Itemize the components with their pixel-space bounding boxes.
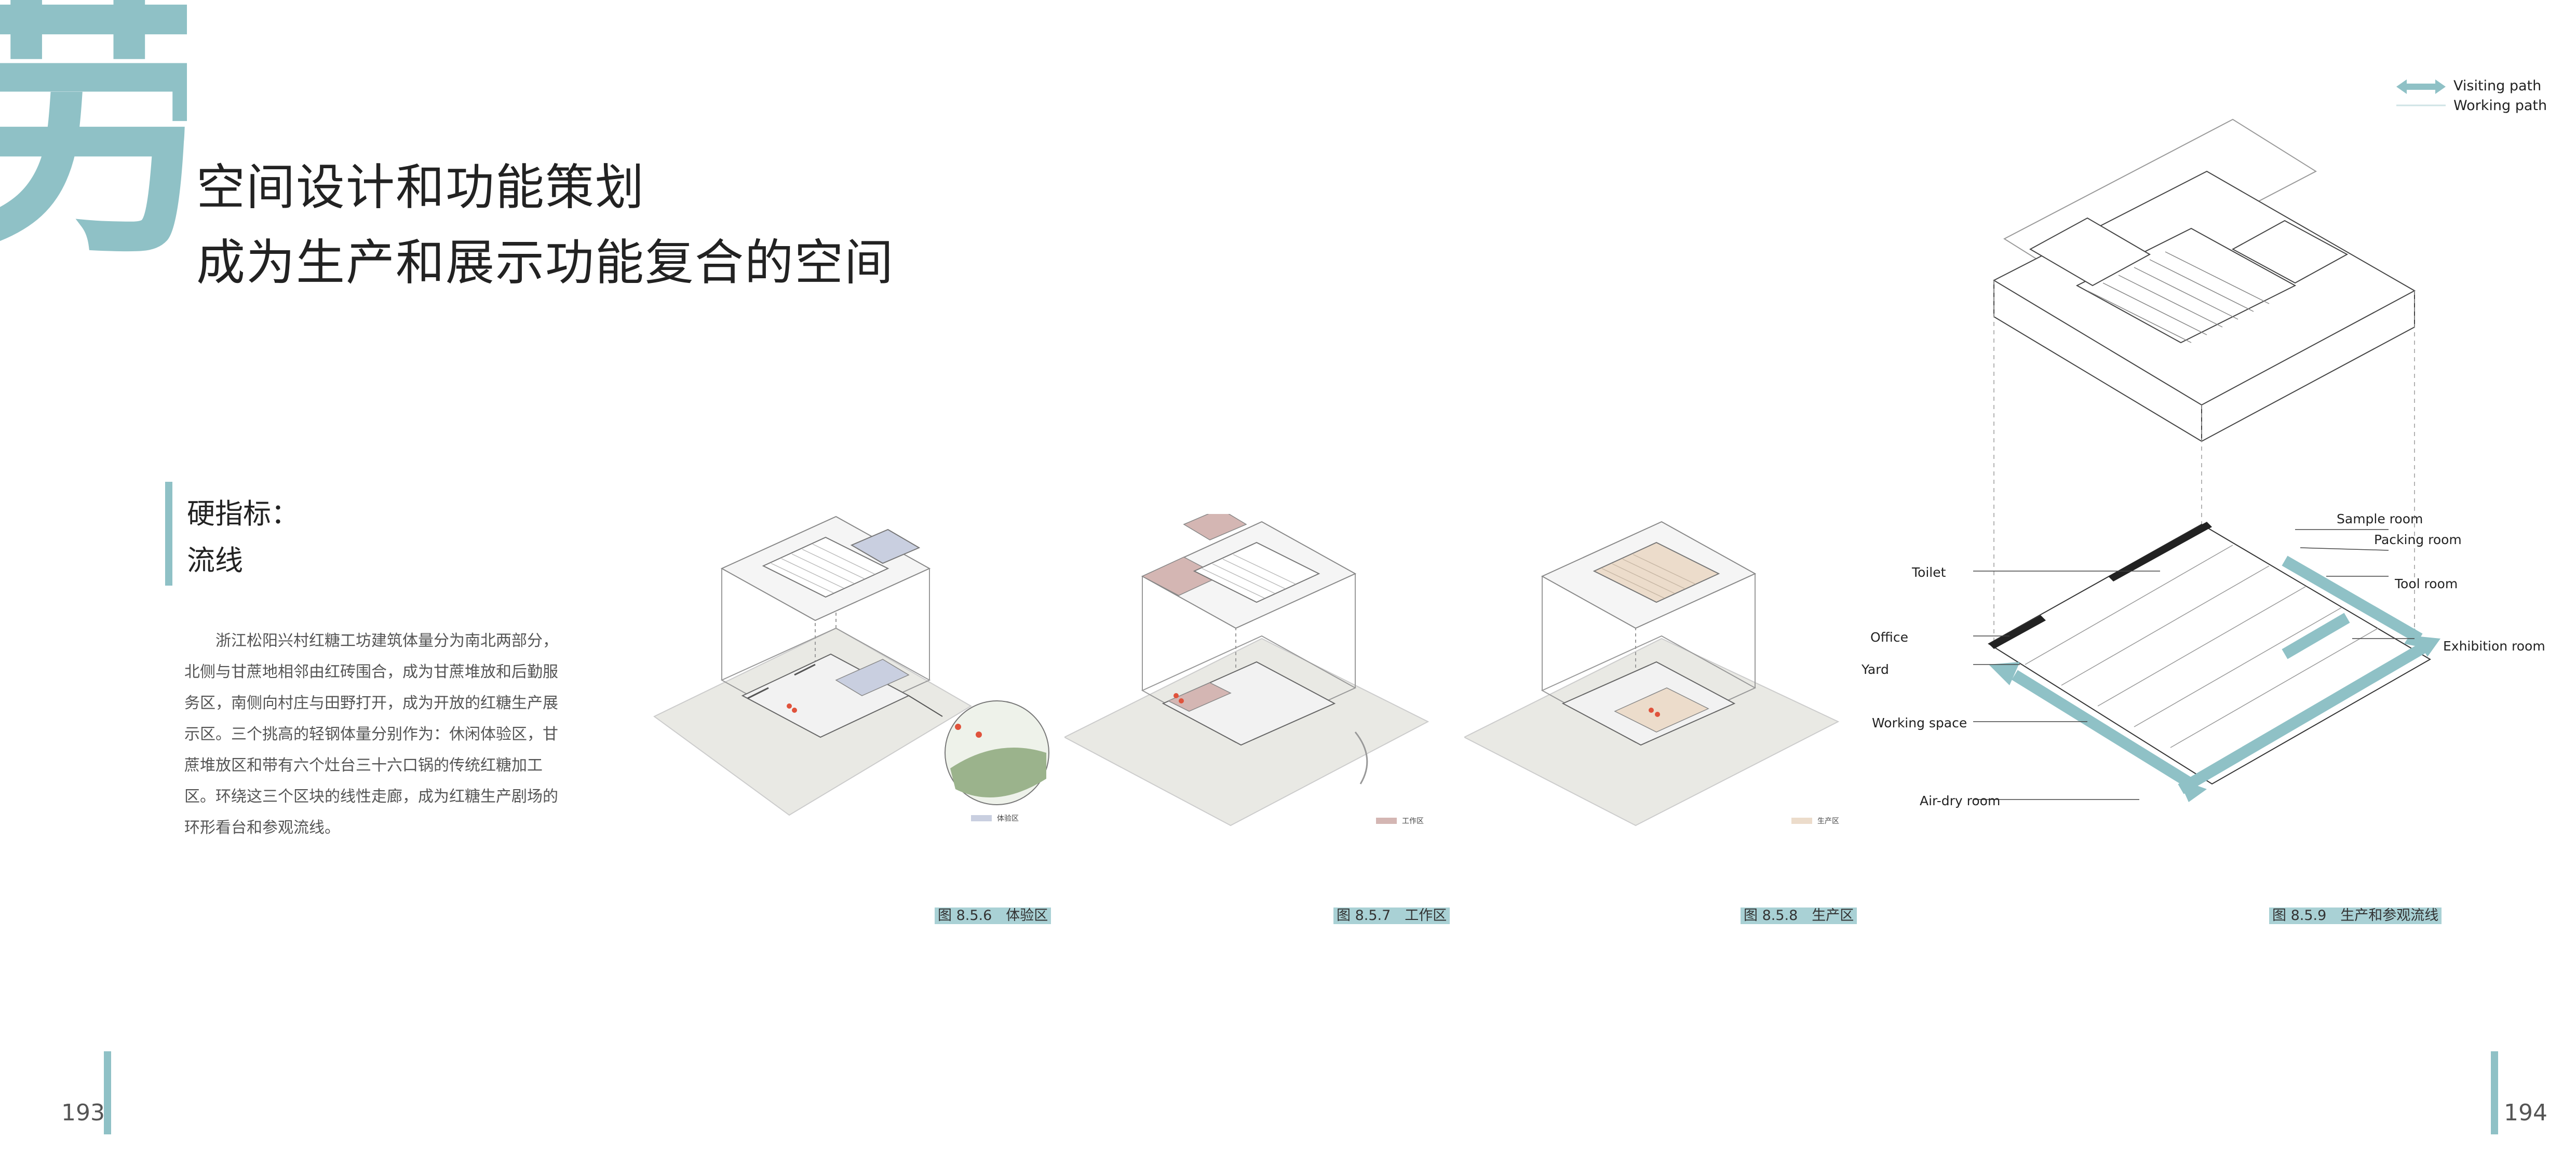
axon-diagram-experience: 体验区 (653, 516, 1049, 823)
left-page-bar (104, 1051, 111, 1134)
page-number-right: 194 (2504, 1100, 2547, 1126)
figure-caption-3: 图 8.5.8 生产区 (1741, 907, 1857, 924)
figure-caption-4: 图 8.5.9 生产和参观流线 (2269, 907, 2442, 924)
label-working-space: Working space (1872, 715, 1967, 730)
axon-diagram-production: 生产区 (1464, 521, 1840, 827)
legend-visiting-path: Visiting path (2453, 78, 2542, 94)
diagram-swatch-label-2: 工作区 (1402, 817, 1424, 825)
visiting-path-legend-arrow (2396, 79, 2446, 106)
label-office: Office (1870, 630, 1908, 645)
label-sample-room: Sample room (2337, 511, 2423, 526)
section-heading-2: 流线 (187, 544, 243, 577)
label-exhibition-room: Exhibition room (2443, 639, 2545, 654)
decorative-glyph: 劳 (0, 0, 187, 295)
diagram-swatch-label-1: 体验区 (997, 815, 1019, 823)
axon-diagram-circulation (1973, 118, 2440, 802)
body-paragraph: 浙江松阳兴村红糖工坊建筑体量分为南北两部分，北侧与甘蔗地相邻由红砖围合，成为甘蔗… (184, 632, 558, 837)
legend-working-path: Working path (2453, 98, 2547, 114)
page-number-left: 193 (61, 1100, 105, 1126)
label-yard: Yard (1862, 662, 1889, 677)
label-toilet: Toilet (1912, 565, 1946, 580)
section-accent-bar (165, 482, 172, 586)
diagram-swatch-label-3: 生产区 (1817, 817, 1839, 825)
label-air-dry-room: Air-dry room (1920, 793, 2001, 808)
section-heading-1: 硬指标： (187, 497, 299, 530)
right-page-bar (2491, 1051, 2498, 1134)
figure-caption-2: 图 8.5.7 工作区 (1333, 907, 1450, 924)
page-title-line2: 成为生产和展示功能复合的空间 (196, 235, 895, 291)
page-title-line1: 空间设计和功能策划 (196, 159, 645, 216)
figure-caption-1: 图 8.5.6 体验区 (935, 907, 1051, 924)
label-packing-room: Packing room (2374, 532, 2462, 547)
label-tool-room: Tool room (2395, 576, 2458, 591)
axon-diagram-work: 工作区 (1064, 514, 1429, 827)
